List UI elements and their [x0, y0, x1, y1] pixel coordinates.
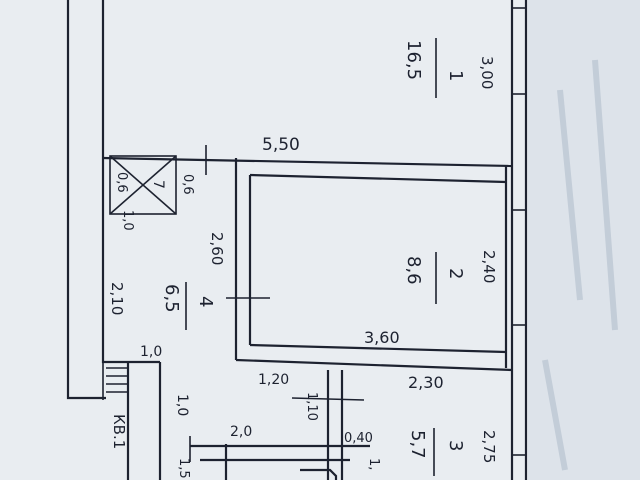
dim-1-10: 1,10 — [304, 392, 319, 421]
dim-0-6-left: 0,6 — [114, 172, 129, 193]
dim-3-60: 3,60 — [364, 328, 400, 347]
bleed-through-lines — [542, 59, 618, 471]
dim-1-20: 1,20 — [258, 372, 289, 388]
dim-2-60: 2,60 — [208, 232, 226, 265]
dim-1-5: 1,5 — [176, 458, 191, 479]
dim-2-30: 2,30 — [408, 373, 444, 392]
room-3-number: 3 — [445, 440, 466, 451]
dim-0-6-right: 0,6 — [180, 174, 195, 195]
dimension-ticks — [189, 145, 365, 462]
room-1-number: 1 — [445, 70, 466, 81]
dim-0-40: 0,40 — [344, 431, 373, 446]
dim-3-00: 3,00 — [478, 56, 496, 89]
room-7-number: 7 — [150, 180, 166, 189]
dim-2-40: 2,40 — [480, 250, 498, 283]
room-4-area: 6,5 — [161, 284, 182, 313]
room-2-number: 2 — [445, 268, 466, 279]
window-marks — [512, 7, 526, 456]
vent-shaft — [109, 155, 177, 215]
apartment-label: КВ.1 — [110, 414, 128, 449]
dimension-labels: 3,00 5,50 2,40 2,60 3,60 0,6 0,6 1,0 2,1… — [108, 56, 498, 479]
dim-1-0-vent: 1,0 — [120, 210, 135, 231]
room-3-area: 5,7 — [407, 430, 428, 459]
walls — [66, 0, 528, 480]
dim-5-50: 5,50 — [262, 135, 300, 155]
room-4-number: 4 — [195, 296, 216, 307]
dim-1-partial: 1, — [366, 458, 381, 470]
dim-2-10: 2,10 — [108, 282, 126, 315]
dim-1-0-lower: 1,0 — [174, 394, 190, 416]
room-labels: 1 16,5 2 8,6 3 5,7 4 6,5 7 — [150, 38, 466, 476]
bleed-through-area — [528, 0, 640, 480]
room-1-area: 16,5 — [403, 40, 424, 80]
dim-2-0: 2,0 — [230, 424, 252, 440]
dim-1-0-door: 1,0 — [140, 344, 162, 360]
dim-2-75: 2,75 — [480, 430, 498, 463]
door-marks — [102, 360, 128, 400]
room-2-area: 8,6 — [403, 256, 424, 285]
